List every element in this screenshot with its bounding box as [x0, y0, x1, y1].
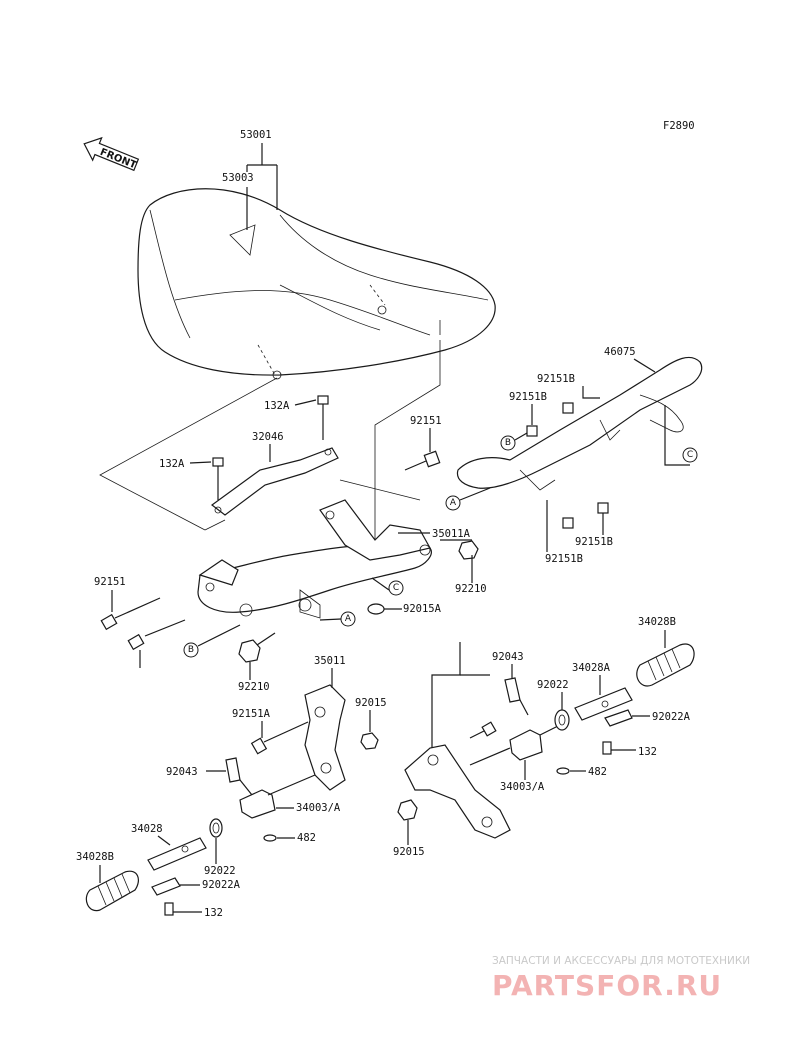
screw-132-right [602, 741, 612, 755]
callout-132-left: 132 [204, 907, 223, 919]
callout-92210-left: 92210 [238, 681, 270, 693]
callout-34003A-left: 34003/A [296, 802, 341, 814]
pin-92043-left [225, 757, 253, 796]
bolt-92151A [250, 721, 309, 755]
washer-92022-left [209, 818, 223, 838]
callout-34028A: 34028A [572, 662, 611, 674]
callout-132-right: 132 [638, 746, 657, 758]
svg-text:B: B [188, 645, 194, 655]
callout-92015-left: 92015 [355, 697, 387, 709]
callout-92022A-right: 92022A [652, 711, 691, 723]
bolt-92151B-3 [597, 502, 609, 514]
plate-92022A-right [604, 709, 633, 727]
callout-132A-left: 132A [159, 458, 185, 470]
ref-circle-B-1: B [500, 432, 528, 451]
seat-assembly [137, 188, 496, 380]
bolt-right-bracket [481, 721, 497, 737]
callout-34028B-left: 34028B [76, 851, 114, 863]
callout-92151-left: 92151 [94, 576, 126, 588]
cotter-482-right [556, 767, 570, 775]
callout-92210-right: 92210 [455, 583, 487, 595]
footpeg-rubber-34028B-right [636, 643, 695, 687]
ref-circle-C-2: C [371, 577, 404, 596]
callout-92015-right: 92015 [393, 846, 425, 858]
bolt-92151-left-upper [100, 597, 161, 631]
callout-32046: 32046 [252, 431, 284, 443]
nut-92015A [367, 603, 385, 615]
bolt-132A-left [212, 457, 224, 500]
callout-35011: 35011 [314, 655, 346, 667]
bolt-92151B-2 [526, 425, 538, 437]
seat-bracket-32046 [210, 447, 339, 516]
callout-482-right: 482 [588, 766, 607, 778]
footpeg-rubber-34028B-left [85, 870, 139, 912]
callout-92015A: 92015A [403, 603, 442, 615]
callout-92022-right: 92022 [537, 679, 569, 691]
ref-circle-A-1: A [445, 487, 491, 511]
callout-34003A-right: 34003/A [500, 781, 545, 793]
callout-53003: 53003 [222, 172, 254, 184]
callout-34028B-right: 34028B [638, 616, 676, 628]
callout-132A-top: 132A [264, 400, 290, 412]
callout-92151-upper: 92151 [410, 415, 442, 427]
callout-53001: 53001 [240, 129, 272, 141]
callout-bracket-53001 [246, 143, 278, 230]
bolt-132A-top [317, 395, 329, 440]
svg-text:C: C [393, 583, 399, 593]
svg-text:B: B [505, 438, 511, 448]
bolt-92151-left-lower [127, 619, 186, 651]
svg-text:A: A [450, 498, 457, 508]
nut-92015-right [397, 799, 418, 821]
callout-92043-right: 92043 [492, 651, 524, 663]
callout-92151B-3: 92151B [575, 536, 613, 548]
frame-35011A [197, 499, 432, 619]
footpeg-34028 [147, 837, 207, 871]
callout-92022A-left: 92022A [202, 879, 241, 891]
ref-circle-B-2: B [183, 624, 241, 658]
screw-132-left [164, 902, 174, 916]
callout-482-left: 482 [297, 832, 316, 844]
cotter-482-left [263, 834, 277, 842]
callout-92151B-4: 92151B [545, 553, 583, 565]
figure-code: F2890 [663, 120, 695, 132]
svg-text:C: C [687, 450, 693, 460]
grab-rail-46075 [456, 356, 703, 491]
callout-34028: 34028 [131, 823, 163, 835]
clevis-34003A-right [469, 724, 561, 766]
callout-92151A: 92151A [232, 708, 271, 720]
seat-reference-lines [99, 340, 441, 540]
nut-92015-left [360, 732, 379, 750]
callout-92022-left: 92022 [204, 865, 236, 877]
footpeg-34028A [574, 687, 633, 721]
watermark-tagline: ЗАПЧАСТИ И АКСЕССУАРЫ ДЛЯ МОТОТЕХНИКИ [492, 955, 750, 967]
pin-92043-right [504, 677, 529, 716]
plate-92022A-left [151, 877, 181, 896]
callout-92151B-1: 92151B [537, 373, 575, 385]
svg-text:A: A [345, 614, 352, 624]
ref-circle-A-2: A [319, 611, 356, 627]
footrest-bracket-right [404, 744, 511, 839]
footrest-bracket-35011 [304, 684, 346, 791]
nut-92210-left [238, 632, 276, 663]
callout-35011A: 35011A [432, 528, 471, 540]
callout-92043-left: 92043 [166, 766, 198, 778]
bolt-92151B-4 [562, 517, 574, 529]
bolt-92151B-1 [562, 402, 574, 414]
callout-92151B-2: 92151B [509, 391, 547, 403]
nut-92210-right [458, 540, 479, 560]
bolt-92151-upper [404, 450, 441, 471]
watermark-brand: PARTSFOR.RU [492, 969, 722, 1002]
ref-circle-C-1: C [682, 447, 698, 463]
callout-46075: 46075 [604, 346, 636, 358]
washer-92022-right [554, 709, 570, 731]
clevis-34003A-left [239, 774, 316, 819]
front-arrow-icon: FRONT [83, 136, 140, 171]
